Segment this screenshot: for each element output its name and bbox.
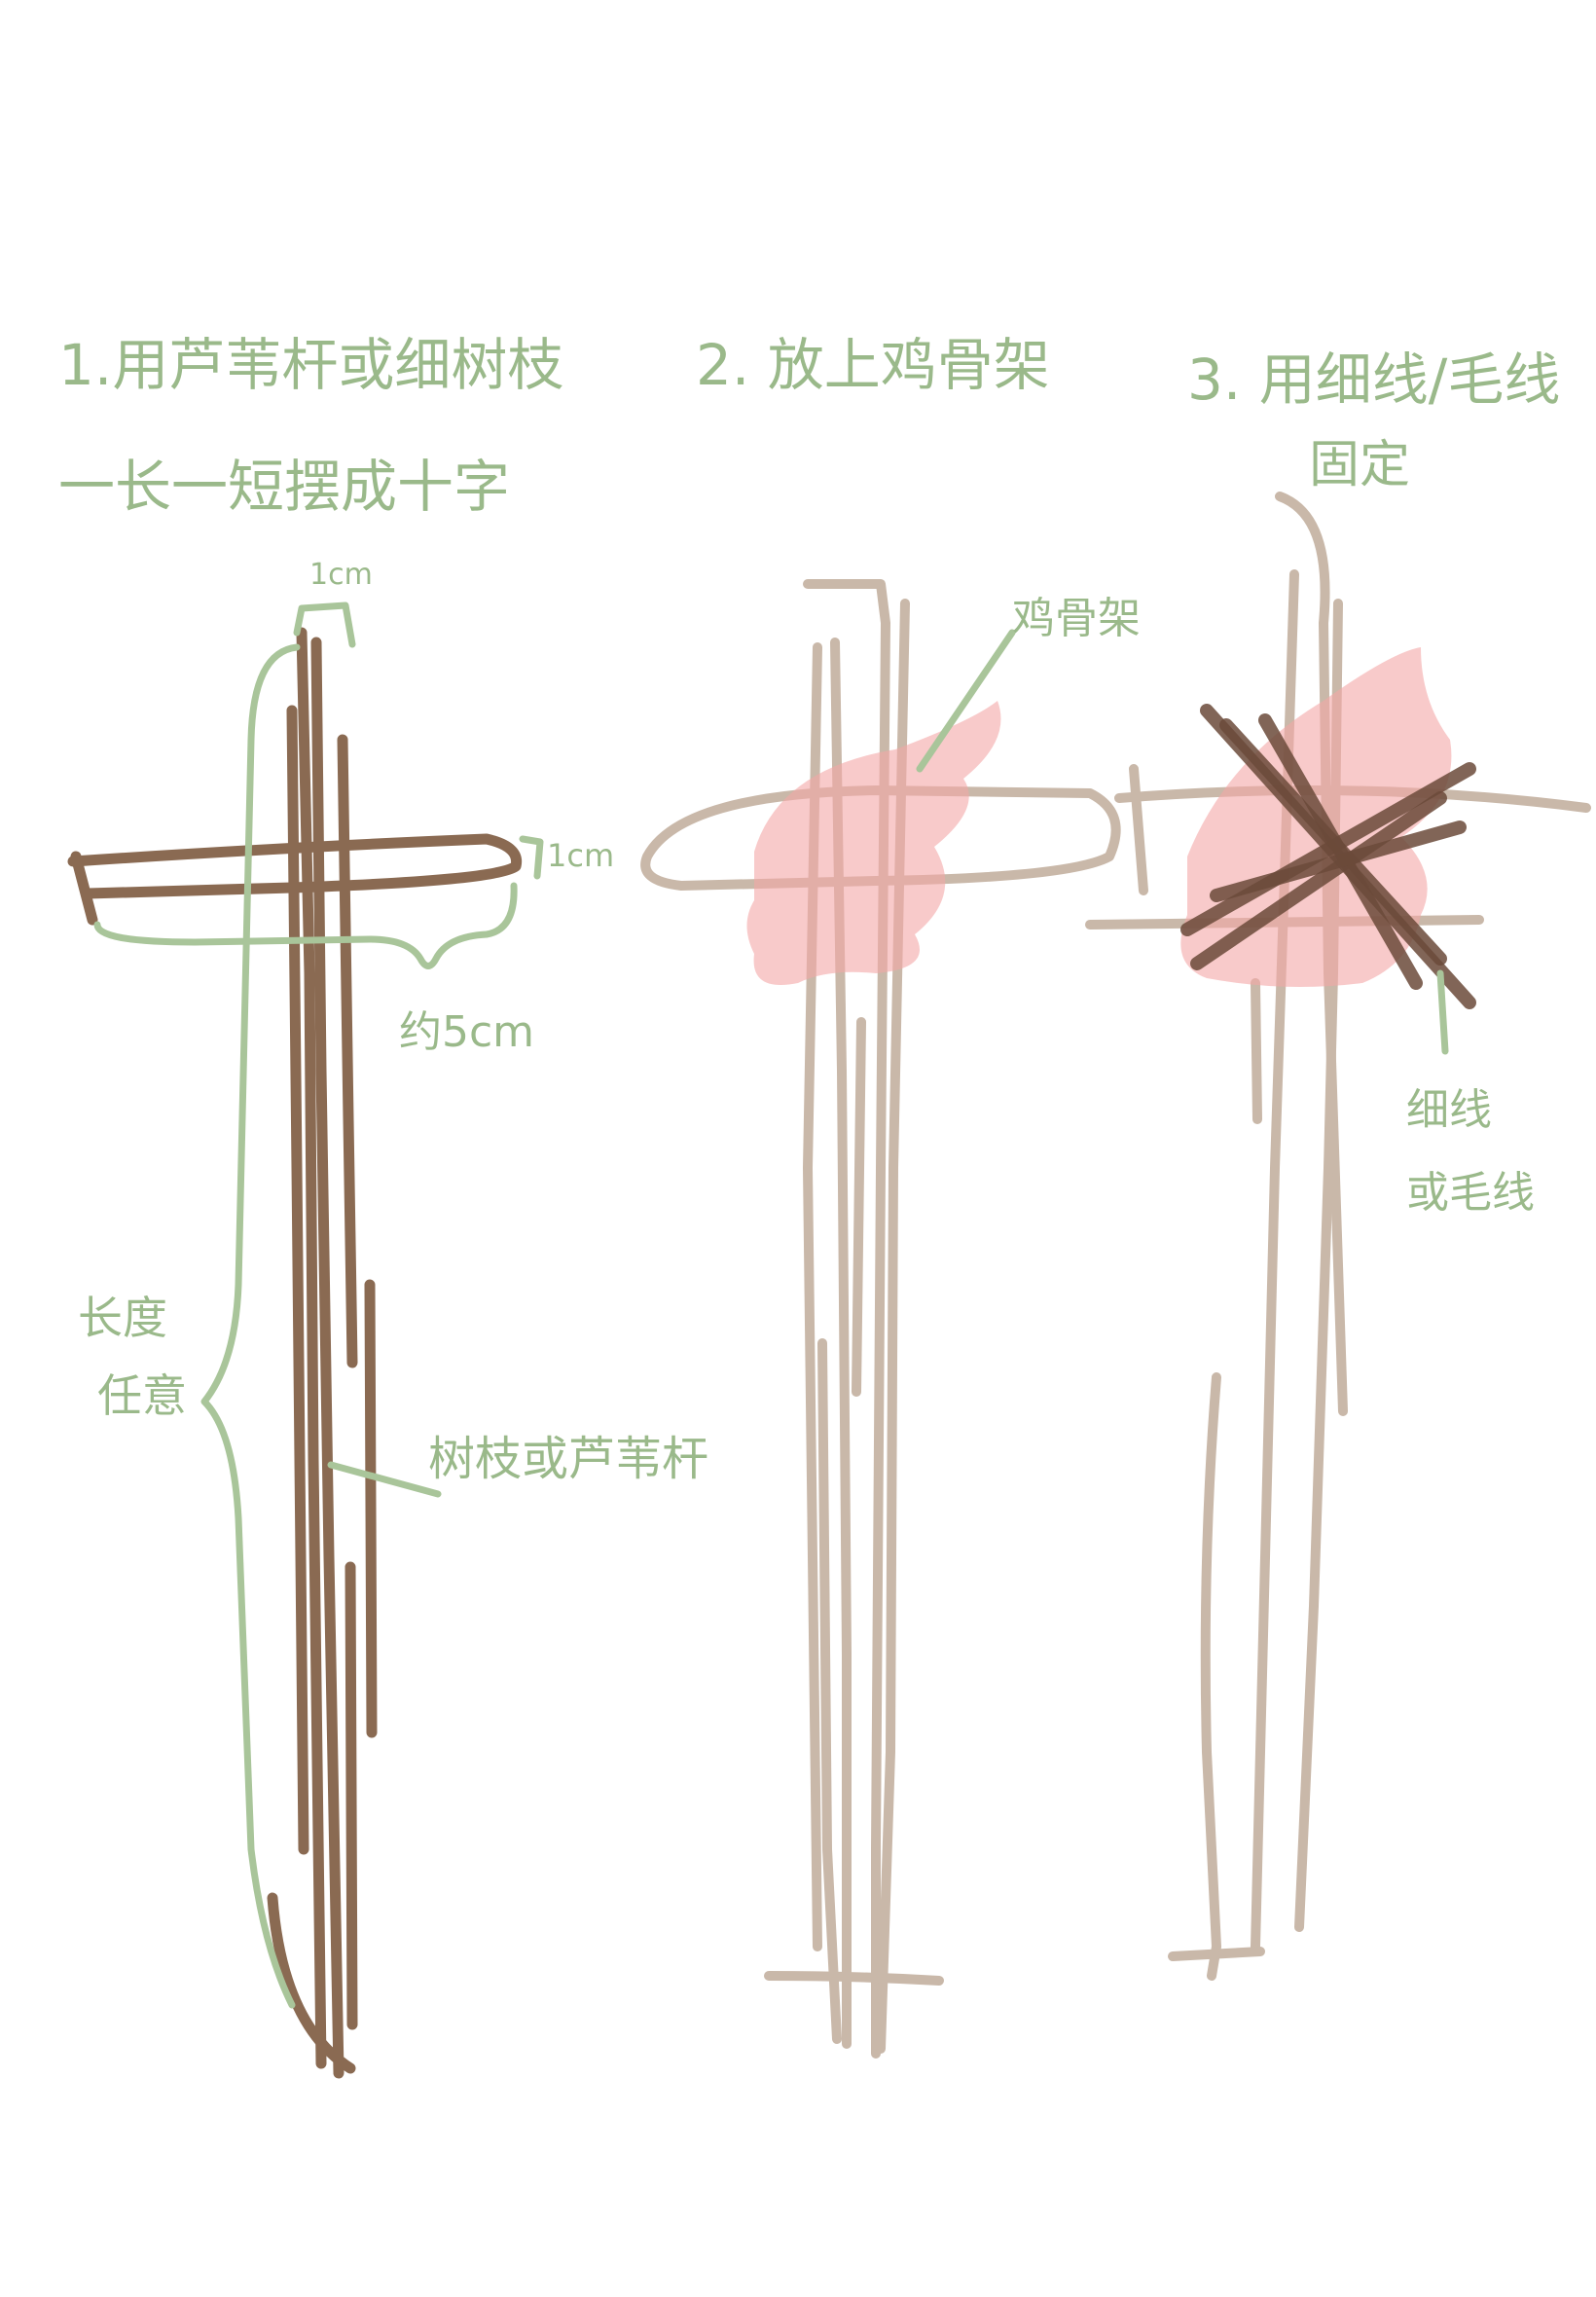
label-length-free-2: 任意 [97,1369,187,1422]
width-bracket-right [523,839,540,876]
step1-long-stick-stroke-c [292,711,304,1849]
step2-chicken-frame [747,701,1001,985]
step2-long-stick-stroke-f [856,1022,861,1392]
step1-long-stick-stroke-f [350,1567,352,2024]
step3-bottom-stroke [1173,1951,1260,1956]
step1-long-stick-stroke-d [343,740,352,1363]
step1-long-stick-stroke-e [370,1285,372,1732]
step3-short-stick-end [1134,769,1143,891]
label-branch-or-reed: 树枝或芦苇杆 [428,1432,708,1486]
label-thread-1: 细线 [1406,1085,1492,1135]
step3-title: 3. 用细线/毛线 固定 [1187,346,1560,494]
step3-cross: 细线 或毛线 [1090,496,1586,1976]
step3-long-stick-stroke-e [1255,983,1257,1119]
step1-cross [73,633,517,2073]
step2-cross: 鸡骨架 [645,584,1141,2054]
step1-title: 1.用芦苇杆或细树枝 一长一短摆成十字 [58,332,563,520]
label-1cm-right: 1cm [547,837,614,874]
step3-title-line1: 3. 用细线/毛线 [1187,346,1560,413]
label-length-free-1: 长度 [78,1292,167,1344]
label-1cm-top: 1cm [309,558,373,592]
step2-title: 2. 放上鸡骨架 [696,332,1050,398]
step2-title-line1: 2. 放上鸡骨架 [696,332,1050,398]
label-thread-2: 或毛线 [1406,1168,1535,1218]
pointer-thread [1440,973,1445,1051]
step1-annotations: 1cm 1cm 约5cm 长度 任意 树枝或芦苇杆 [78,558,708,2005]
step1-title-line1: 1.用芦苇杆或细树枝 [58,332,563,398]
label-about-5cm: 约5cm [399,1007,534,1057]
step1-title-line2: 一长一短摆成十字 [58,454,510,520]
label-chicken-frame: 鸡骨架 [1012,594,1141,643]
step3-long-stick-stroke-d [1206,1377,1216,1976]
step2-long-stick-stroke-e [822,1343,837,2039]
pointer-branch [331,1465,438,1494]
step2-bottom-stroke [769,1976,939,1981]
step3-title-line2: 固定 [1309,436,1410,494]
